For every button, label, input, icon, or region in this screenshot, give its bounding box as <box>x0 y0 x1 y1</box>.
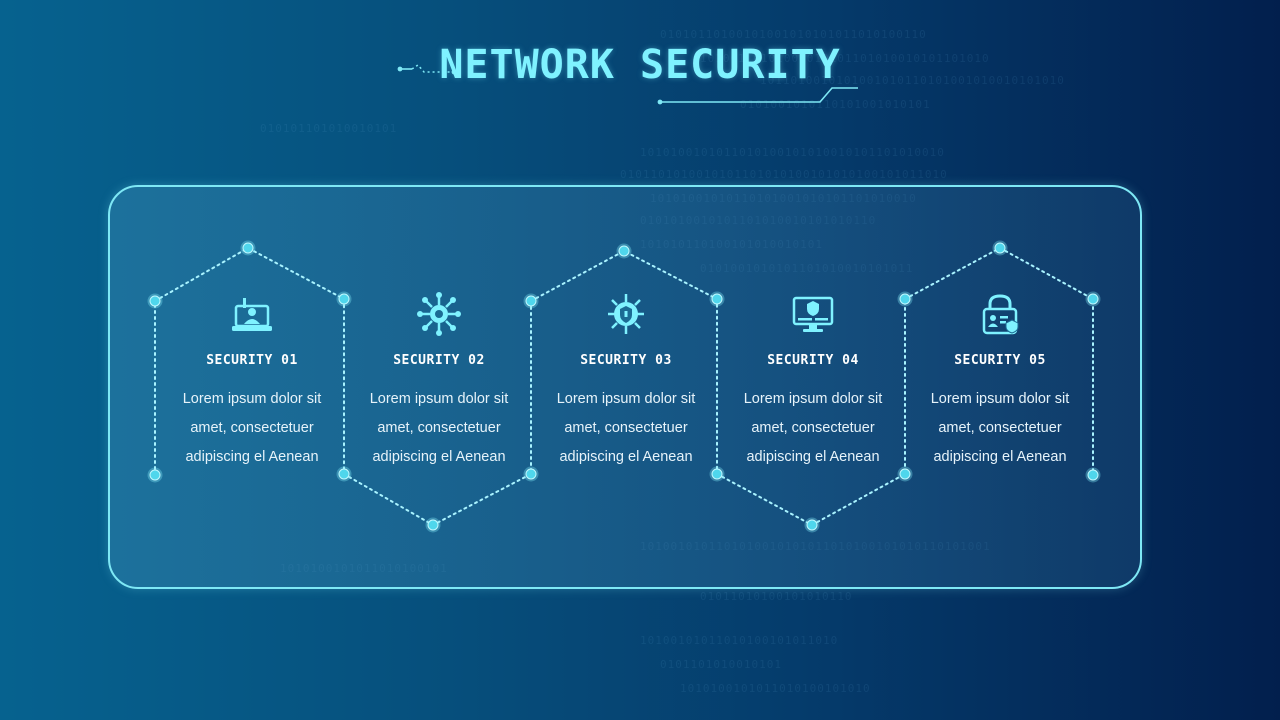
step-description-line: Lorem ipsum dolor sit <box>369 391 509 407</box>
binary-texture: 1011010010101001010110101001010010101010 <box>760 74 1065 87</box>
step-description-line: adipiscing el Aenean <box>559 449 693 465</box>
step-title: SECURITY 02 <box>393 353 485 368</box>
binary-texture: 1010100101011010100101010 <box>680 682 871 695</box>
binary-texture: 10100101011010100101011010 <box>640 634 839 647</box>
monitor-shield-icon <box>789 290 837 338</box>
binary-texture: 010101101010010101 <box>260 122 398 135</box>
step-title: SECURITY 05 <box>954 353 1046 368</box>
step-description-line: Lorem ipsum dolor sit <box>930 391 1070 407</box>
laptop-hacker-icon <box>228 290 276 338</box>
step-description-line: Lorem ipsum dolor sit <box>743 391 883 407</box>
binary-texture: 0101101010010101 <box>660 658 782 671</box>
binary-texture: 1010100101011010100101 <box>280 562 448 575</box>
binary-texture: 0101001010101101010010101011 <box>700 262 913 275</box>
binary-texture: 01011010100101010110 <box>700 590 853 603</box>
binary-texture: 10101001010110101001010101101010010 <box>650 192 917 205</box>
binary-texture: 1010010101101010010101011010100101010110… <box>640 540 991 553</box>
step-description-line: amet, consectetuer <box>564 420 688 436</box>
virus-icon <box>415 290 463 338</box>
binary-texture: 0101101010010101101010100101010100101011… <box>620 168 948 181</box>
binary-texture: 0101010010101101010010101010110 <box>640 214 876 227</box>
step-description-line: Lorem ipsum dolor sit <box>556 391 696 407</box>
binary-texture: 1010100101011010100101010010101101010010 <box>640 146 945 159</box>
step-title: SECURITY 01 <box>206 353 298 368</box>
step-description-line: adipiscing el Aenean <box>372 449 506 465</box>
binary-texture: 01010110100101001010101011010100110 <box>660 28 927 41</box>
step-title: SECURITY 04 <box>767 353 859 368</box>
step-title: SECURITY 03 <box>580 353 672 368</box>
bug-shield-icon <box>602 290 650 338</box>
page-title: NETWORK SECURITY <box>439 42 841 88</box>
step-description-line: amet, consectetuer <box>751 420 875 436</box>
step-description-line: adipiscing el Aenean <box>185 449 319 465</box>
step-description-line: amet, consectetuer <box>938 420 1062 436</box>
step-description-line: Lorem ipsum dolor sit <box>182 391 322 407</box>
binary-texture: 10100110101001010101101010010101101010 <box>700 52 990 65</box>
step-description-line: amet, consectetuer <box>190 420 314 436</box>
step-description-line: adipiscing el Aenean <box>746 449 880 465</box>
step-description-line: adipiscing el Aenean <box>933 449 1067 465</box>
step-description-line: amet, consectetuer <box>377 420 501 436</box>
padlock-id-icon <box>976 290 1024 338</box>
binary-texture: 0101001010110101001010101 <box>740 98 931 111</box>
